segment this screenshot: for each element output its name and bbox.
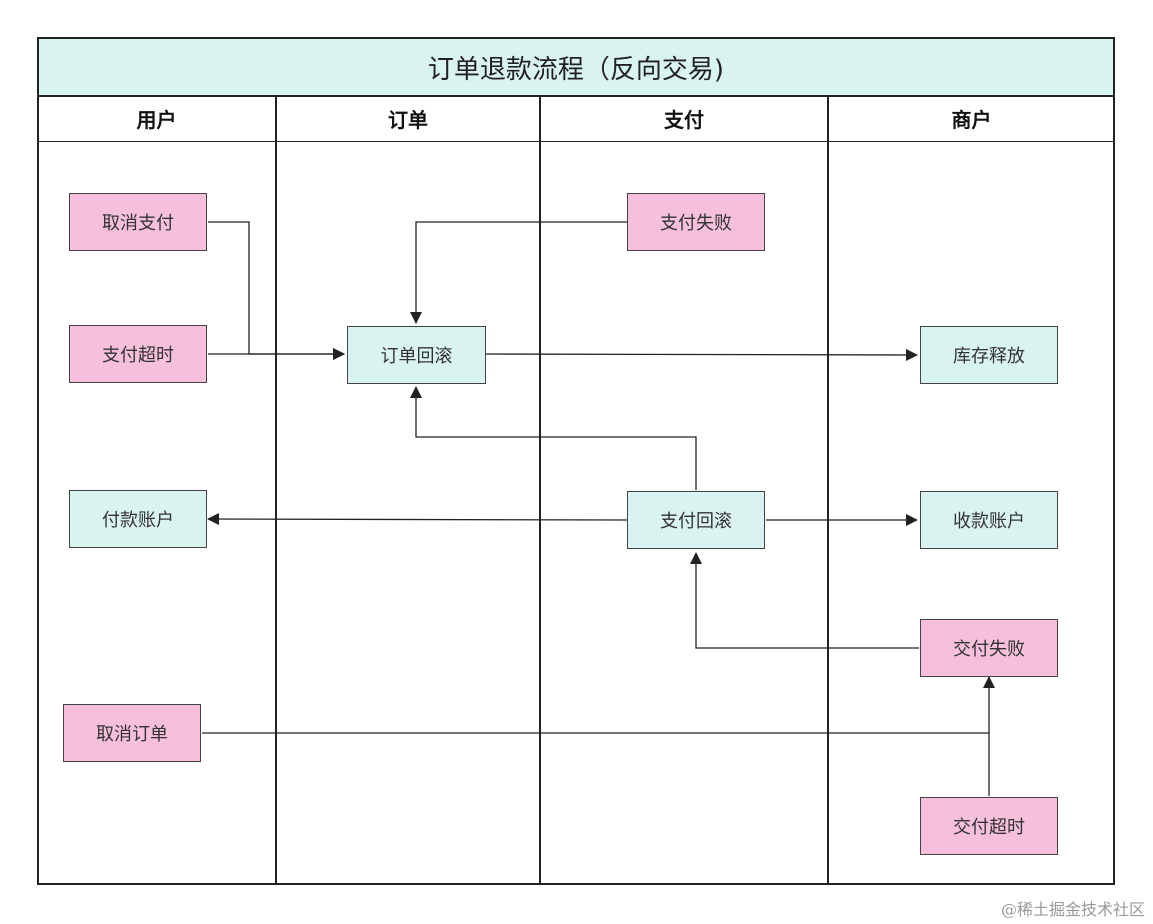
watermark: @稀土掘金技术社区 (1000, 900, 1145, 919)
edge-delivery-failed-to-payment-rollback (690, 552, 919, 649)
node-inventory-release: 库存释放 (920, 326, 1058, 384)
lane-header-payment: 支付 (540, 96, 828, 142)
lane-divider (827, 96, 829, 885)
node-payment-rollback: 支付回滚 (627, 491, 765, 549)
node-payment-timeout: 支付超时 (69, 325, 207, 383)
edge-cancel-payment-to-order-rollback (208, 221, 345, 360)
lane-header-merchant: 商户 (828, 96, 1115, 142)
edge-payment-rollback-to-payment-account (207, 513, 628, 526)
node-delivery-timeout: 交付超时 (920, 797, 1058, 855)
node-order-rollback: 订单回滚 (347, 326, 486, 384)
edge-order-rollback-to-inventory-release (485, 348, 918, 361)
diagram-title: 订单退款流程（反向交易) (37, 37, 1115, 97)
lane-divider (275, 96, 277, 885)
edge-cancel-order-to-delivery-failed (202, 676, 995, 734)
edge-payment-failed-to-order-rollback (410, 221, 627, 324)
node-delivery-failed: 交付失败 (920, 619, 1058, 677)
lane-header-user: 用户 (37, 96, 276, 142)
node-cancel-order: 取消订单 (63, 704, 201, 762)
edge-payment-rollback-to-order-rollback (410, 386, 697, 490)
node-cancel-payment: 取消支付 (69, 193, 207, 251)
node-payment-account: 付款账户 (69, 490, 207, 548)
lane-divider (539, 96, 541, 885)
node-payment-failed: 支付失败 (627, 193, 765, 251)
lane-header-order: 订单 (276, 96, 540, 142)
node-receiving-account: 收款账户 (920, 491, 1058, 549)
